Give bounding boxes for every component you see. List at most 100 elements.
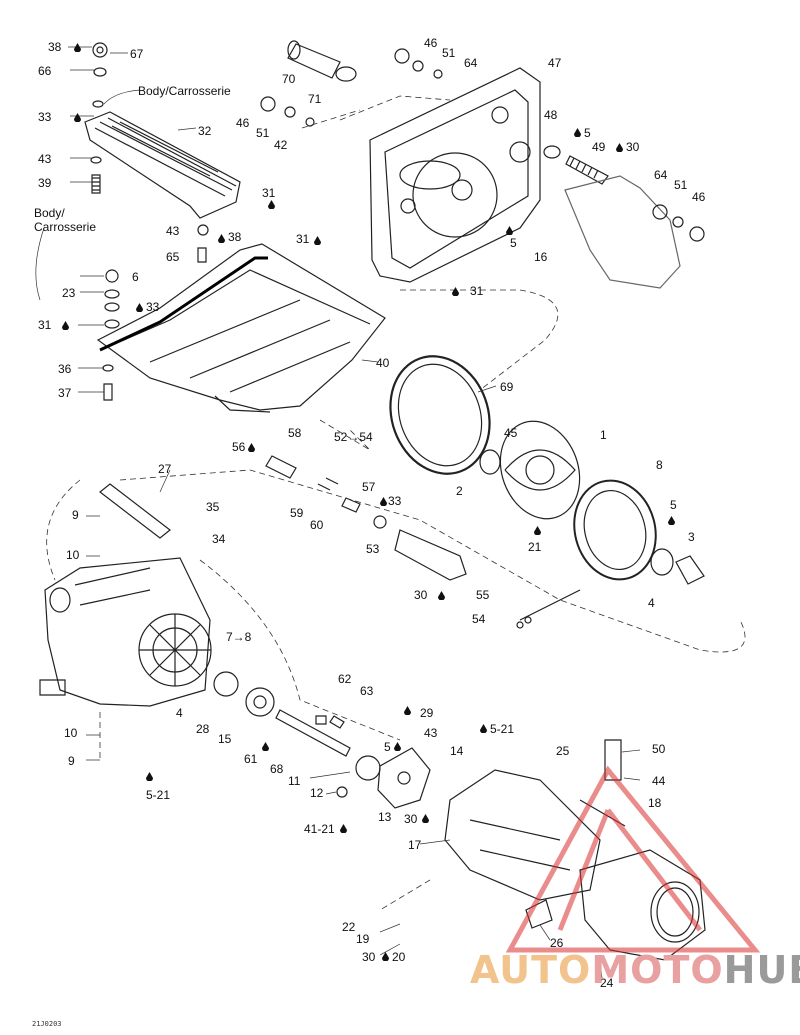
drop-icon (248, 443, 255, 452)
callout-62: 62 (338, 672, 352, 686)
drop-icon (404, 706, 411, 715)
venturi-and-nozzle (444, 739, 706, 961)
callout-18: 18 (648, 796, 662, 810)
drop-icon (534, 526, 541, 535)
callout-34: 34 (212, 532, 226, 546)
drop-icon (668, 516, 675, 525)
callout-12: 12 (310, 786, 324, 800)
drop-icon (452, 287, 459, 296)
callout-22: 22 (342, 920, 356, 934)
callout-31: 31 (262, 186, 276, 200)
callout-71: 71 (308, 92, 322, 106)
callout-5b: 5 (510, 236, 517, 250)
body-label-left-2: Carrosserie (34, 220, 97, 234)
callout-68: 68 (270, 762, 284, 776)
callout-21: 21 (528, 540, 542, 554)
callout-7-8: 7→8 (226, 630, 252, 644)
drop-icon (74, 113, 81, 122)
callout-35: 35 (206, 500, 220, 514)
drop-icon (394, 742, 401, 751)
watermark-part-2: MOTO (591, 948, 724, 992)
callout-42: 42 (274, 138, 288, 152)
callout-5-21: 5-21 (490, 722, 515, 736)
drop-icon (506, 226, 513, 235)
watermark-text: AUTOMOTOHUB (470, 948, 800, 992)
callout-5: 5 (584, 126, 591, 140)
callout-61: 61 (244, 752, 258, 766)
drop-icon (268, 200, 275, 209)
callout-20: 20 (392, 950, 406, 964)
impeller (479, 420, 581, 520)
drop-icon (574, 128, 581, 137)
callout-26: 26 (550, 936, 564, 950)
leader-lines (35, 46, 641, 979)
drop-icon (438, 591, 445, 600)
callout-56: 56 (232, 440, 246, 454)
pump-cover (377, 747, 431, 809)
callout-30d: 30 (362, 950, 376, 964)
callout-8: 8 (656, 458, 663, 472)
tube-and-seals (260, 40, 443, 127)
callout-58: 58 (288, 426, 302, 440)
callout-31d: 31 (470, 284, 484, 298)
drop-icon (218, 234, 225, 243)
callout-33b: 33 (146, 300, 160, 314)
callout-19: 19 (356, 932, 370, 946)
callout-13: 13 (378, 810, 392, 824)
callout-48: 48 (544, 108, 558, 122)
drawing-code: 21J0203 (32, 1020, 62, 1028)
callout-36: 36 (58, 362, 72, 376)
drop-icon (314, 236, 321, 245)
callout-31b: 31 (296, 232, 310, 246)
callout-63: 63 (360, 684, 374, 698)
drop-icon (340, 824, 347, 833)
callout-10b: 10 (64, 726, 78, 740)
callout-38b: 38 (228, 230, 242, 244)
callout-44: 44 (652, 774, 666, 788)
callout-37: 37 (58, 386, 72, 400)
mid-left-fasteners (102, 224, 209, 401)
callout-16: 16 (534, 250, 548, 264)
callout-4: 4 (648, 596, 655, 610)
callout-23: 23 (62, 286, 76, 300)
callout-9: 9 (72, 508, 79, 522)
pump-housing (369, 67, 541, 283)
hull-plate (96, 243, 386, 413)
callout-54: 54 (472, 612, 486, 626)
callout-43b: 43 (166, 224, 180, 238)
callout-66: 66 (38, 64, 52, 78)
callout-30c: 30 (404, 812, 418, 826)
body-label-top: Body/Carrosserie (138, 84, 231, 98)
callout-1: 1 (600, 428, 607, 442)
callout-25: 25 (556, 744, 570, 758)
callout-29: 29 (420, 706, 434, 720)
callout-67: 67 (130, 47, 144, 61)
callout-41-21: 41-21 (304, 822, 335, 836)
callout-30b: 30 (414, 588, 428, 602)
drop-icon (74, 43, 81, 52)
drop-icon (380, 497, 387, 506)
callout-27: 27 (158, 462, 172, 476)
callout-43c: 43 (424, 726, 438, 740)
watermark-part-3: HUB (723, 948, 800, 992)
drop-icon (146, 772, 153, 781)
callout-47: 47 (548, 56, 562, 70)
drop-icon (480, 724, 487, 733)
callout-33: 33 (38, 110, 52, 124)
body-label-left-1: Body/ (34, 206, 65, 220)
callout-65: 65 (166, 250, 180, 264)
callout-10: 10 (66, 548, 80, 562)
callout-70: 70 (282, 72, 296, 86)
callout-14: 14 (450, 744, 464, 758)
callout-5c: 5 (670, 498, 677, 512)
callout-5d: 5 (384, 740, 391, 754)
drop-icon (262, 742, 269, 751)
callout-6: 6 (132, 270, 139, 284)
callout-64b: 64 (654, 168, 668, 182)
callout-51c: 51 (674, 178, 688, 192)
callout-51b: 51 (256, 126, 270, 140)
callout-64: 64 (464, 56, 478, 70)
callout-4b: 4 (176, 706, 183, 720)
